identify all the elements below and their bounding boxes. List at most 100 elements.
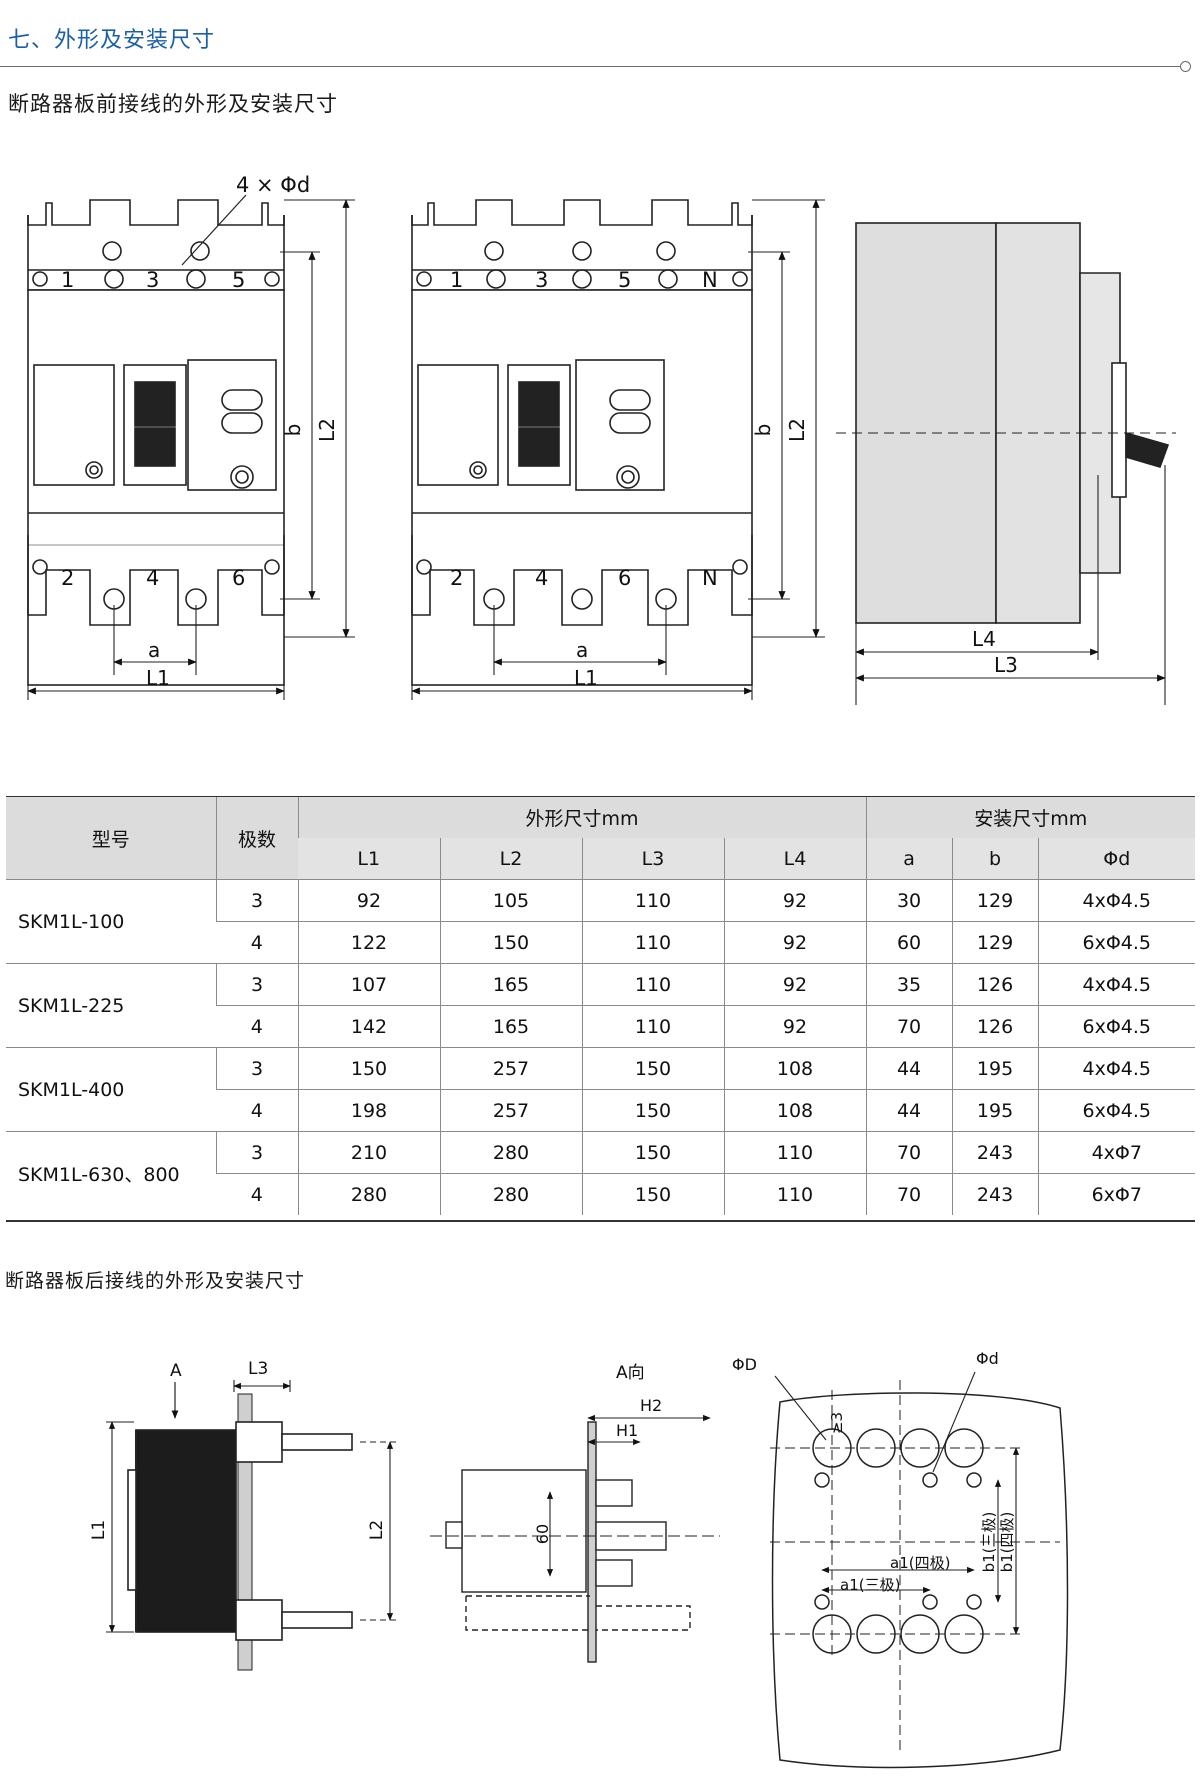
dim-L1: L1 (146, 666, 170, 690)
terminal-label: 3 (146, 268, 159, 292)
rear-wiring-title: 断路器板后接线的外形及安装尺寸 (5, 1270, 306, 1292)
cell-a: 35 (865, 963, 953, 1006)
cell-L1: 150 (297, 1047, 440, 1090)
header-phid: Φd (1037, 838, 1196, 880)
header-model: 型号 (6, 797, 216, 880)
front-wiring-title: 断路器板前接线的外形及安装尺寸 (8, 92, 338, 116)
cell-a: 70 (865, 1173, 953, 1215)
dim-a: a (576, 638, 588, 662)
panel-cutout-view (771, 1392, 1069, 1769)
dim-H1: H1 (616, 1421, 638, 1440)
cell-L2: 280 (439, 1131, 582, 1174)
cell-model: SKM1L-225 (6, 963, 216, 1048)
cell-L1: 210 (297, 1131, 440, 1174)
front-view-4-pole (411, 199, 753, 686)
cell-L4: 92 (723, 921, 867, 964)
terminal-label: 2 (450, 566, 463, 590)
dim-L1: L1 (574, 666, 598, 690)
phiD-label: ΦD (732, 1355, 757, 1374)
cell-phid: 6xΦ4.5 (1037, 1005, 1196, 1048)
header-outline: 外形尺寸mm (297, 797, 867, 838)
cell-phid: 6xΦ4.5 (1037, 921, 1196, 964)
cell-L1: 92 (297, 879, 440, 922)
cell-L2: 165 (439, 1005, 582, 1048)
cell-L4: 108 (723, 1047, 867, 1090)
cell-L4: 108 (723, 1089, 867, 1132)
header-L3: L3 (581, 838, 724, 880)
cell-L3: 150 (581, 1047, 724, 1090)
phid-label: Φd (976, 1349, 999, 1368)
cell-phid: 4xΦ4.5 (1037, 1047, 1196, 1090)
cell-L1: 107 (297, 963, 440, 1006)
cell-phid: 4xΦ4.5 (1037, 879, 1196, 922)
cell-model: SKM1L-400 (6, 1047, 216, 1132)
cell-b: 195 (951, 1047, 1039, 1090)
cell-L2: 257 (439, 1047, 582, 1090)
cell-poles: 4 (216, 921, 298, 964)
dim-L3: L3 (994, 653, 1018, 677)
header-install: 安装尺寸mm (865, 797, 1196, 838)
dim-60: 60 (533, 1524, 552, 1544)
rear-wiring-drawings: A L3 L1 L2 A向 H2 H1 60 (89, 1349, 1069, 1769)
cell-model: SKM1L-630、800 (6, 1131, 216, 1215)
cell-L3: 110 (581, 921, 724, 964)
cell-L3: 150 (581, 1089, 724, 1132)
cell-b: 243 (951, 1173, 1039, 1215)
cell-poles: 3 (215, 1131, 298, 1174)
section-title: 七、外形及安装尺寸 (8, 28, 216, 53)
cell-L4: 110 (723, 1131, 867, 1174)
cell-b: 129 (951, 879, 1039, 922)
cell-L4: 92 (723, 1005, 867, 1048)
header-L1: L1 (298, 838, 440, 880)
cell-model: SKM1L-100 (6, 879, 216, 964)
cell-poles: 4 (216, 1005, 298, 1048)
cell-poles: 3 (215, 1047, 298, 1090)
cell-b: 195 (951, 1089, 1039, 1132)
cell-L2: 105 (439, 879, 582, 922)
terminal-label: 3 (535, 268, 548, 292)
cell-a: 70 (865, 1131, 953, 1174)
cell-poles: 4 (216, 1173, 298, 1215)
dim-b: b (751, 424, 775, 437)
cell-a: 70 (865, 1005, 953, 1048)
title-rule-dot (1180, 61, 1191, 72)
terminal-label: 4 (146, 566, 159, 590)
terminal-label: 5 (232, 268, 245, 292)
dim-H2: H2 (640, 1396, 662, 1415)
a-direction-view (445, 1421, 691, 1663)
holes-label: 4 × Φd (236, 175, 310, 197)
cell-poles: 3 (215, 963, 298, 1006)
a1-three-pole: a1(三极) (840, 1576, 900, 1594)
header-b: b (951, 838, 1039, 880)
cell-phid: 6xΦ4.5 (1037, 1089, 1196, 1132)
rear-side-view (127, 1393, 353, 1671)
cell-L2: 150 (439, 921, 582, 964)
cell-a: 60 (865, 921, 953, 964)
b1-four-pole: b1(四极) (998, 1512, 1016, 1573)
cell-L3: 150 (581, 1173, 724, 1215)
cell-a: 30 (865, 879, 953, 922)
terminal-label: 5 (618, 268, 631, 292)
screw-row-top (32, 241, 280, 289)
dim-L3-rear: L3 (248, 1359, 268, 1379)
cell-L4: 92 (723, 963, 867, 1006)
terminal-label: 1 (61, 268, 74, 292)
cell-b: 129 (951, 921, 1039, 964)
cell-L1: 122 (297, 921, 440, 964)
cell-a: 44 (865, 1047, 953, 1090)
cell-L3: 110 (581, 879, 724, 922)
side-view (855, 222, 1170, 624)
dim-L2: L2 (785, 418, 809, 442)
table-bottom-rule (6, 1220, 1195, 1222)
cell-L1: 280 (297, 1173, 440, 1215)
dim-a: a (148, 638, 160, 662)
front-wiring-drawings: 1 3 5 2 4 6 4 × Φd a L1 b L2 (27, 175, 1176, 705)
cell-b: 126 (951, 963, 1039, 1006)
